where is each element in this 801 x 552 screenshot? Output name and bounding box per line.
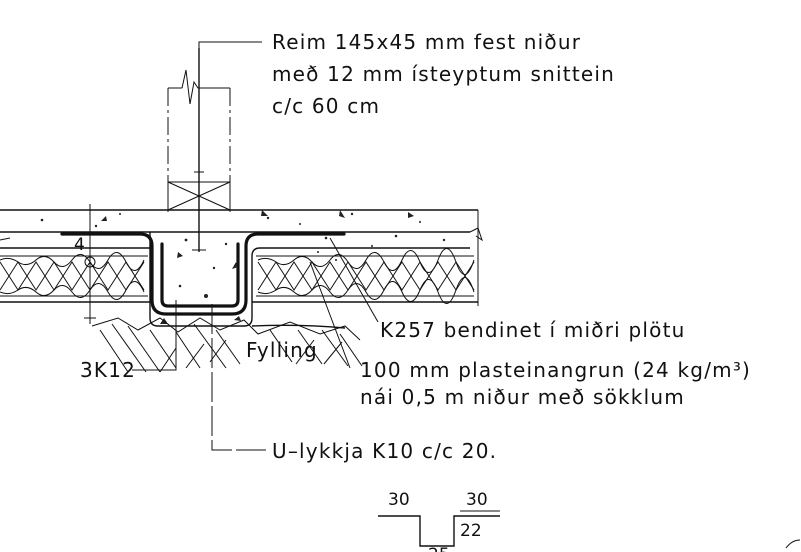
bend-left-flange: 30 — [388, 490, 410, 510]
label-3k12: 3K12 — [80, 358, 136, 382]
label-ulykkja: U–lykkja K10 c/c 20. — [272, 439, 497, 463]
u-loop-rebar — [160, 242, 240, 308]
label-einangrun-line1: 100 mm plasteinangrun (24 kg/m³) — [360, 358, 751, 382]
leader-ulykkja — [211, 304, 268, 451]
label-einangrun-line2: nái 0,5 m niður með sökklum — [360, 385, 685, 409]
dim-4-label: 4 — [74, 235, 85, 255]
label-reim-line3: c/c 60 cm — [272, 94, 380, 118]
concrete-slab — [0, 209, 483, 329]
bend-leg: 22 — [460, 521, 482, 541]
leader-einangrun — [309, 261, 351, 369]
bend-bottom: 25 — [428, 545, 450, 552]
leader-reim — [198, 41, 262, 48]
ground-fill-hatch — [91, 317, 363, 373]
concrete-aggregate — [40, 210, 446, 324]
bend-right-flange: 30 — [466, 490, 488, 510]
wall-stud — [167, 48, 231, 252]
leader-bendinet — [329, 237, 379, 323]
label-fylling: Fylling — [246, 338, 318, 362]
label-reim-line2: með 12 mm ísteyptum snittein — [272, 62, 615, 86]
insulation-right — [256, 248, 475, 304]
u-loop-bend-detail: 30 30 22 25 — [378, 490, 500, 552]
dimension-slab-thickness: 4 — [74, 204, 96, 324]
mesh-reinforcement — [60, 232, 346, 316]
sheet-corner-mark — [785, 539, 801, 549]
label-reim-line1: Reim 145x45 mm fest niður — [272, 30, 581, 54]
label-bendinet: K257 bendinet í miðri plötu — [380, 318, 686, 342]
leader-3k12 — [132, 300, 177, 371]
insulation-left — [0, 252, 148, 300]
